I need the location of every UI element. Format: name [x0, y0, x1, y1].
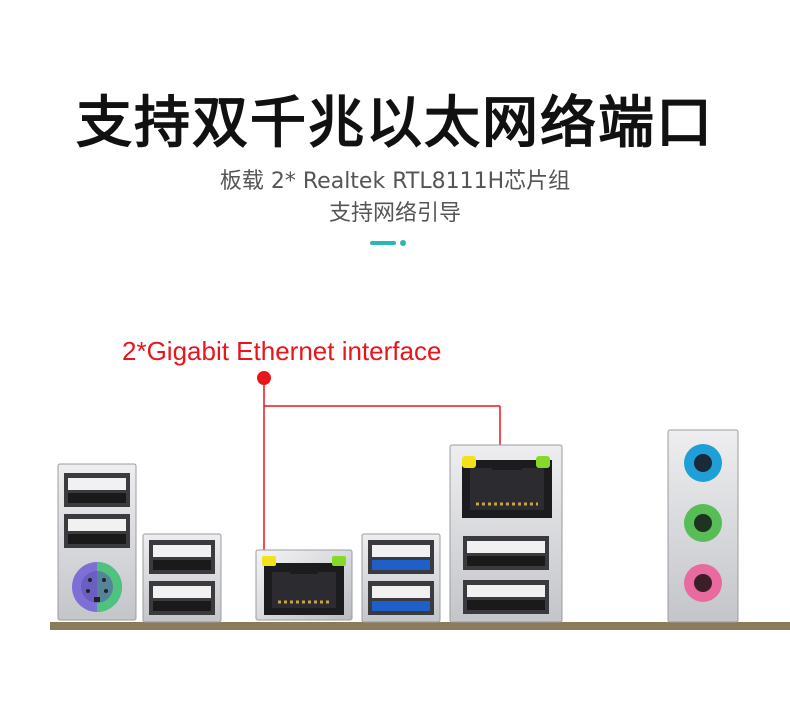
usb2-port-icon	[64, 473, 130, 507]
headline: 支持双千兆以太网络端口	[76, 91, 714, 156]
lan-led-icon	[462, 456, 476, 468]
audio-line-out-icon	[684, 504, 722, 542]
ethernet-port-2	[462, 456, 552, 518]
ethernet-port-1	[255, 549, 353, 621]
usb2-port-icon	[149, 581, 215, 615]
usb3-port-icon	[368, 581, 434, 615]
separator-dash-icon	[370, 241, 396, 245]
usb2-port-icon	[149, 540, 215, 574]
callout-label: 2*Gigabit Ethernet interface	[122, 336, 442, 366]
lan-led-icon	[332, 556, 346, 566]
usb2-pair	[142, 533, 222, 623]
usb2-port-icon	[463, 580, 549, 614]
usb2-port-icon	[463, 536, 549, 570]
callout-dot-icon	[257, 371, 271, 385]
separator-dot-icon	[400, 240, 406, 246]
lan-led-icon	[536, 456, 550, 468]
subtitle-network-boot: 支持网络引导	[328, 201, 461, 226]
usb2-ps2-stack	[57, 463, 137, 621]
usb3-pair	[361, 533, 441, 623]
callout-connector	[257, 371, 501, 552]
usb2-port-icon	[64, 514, 130, 548]
audio-jack-stack	[667, 429, 739, 623]
lan-led-icon	[262, 556, 276, 566]
ethernet-usb-stack	[449, 444, 563, 623]
pcb-edge	[50, 622, 790, 630]
subtitle-chipset: 板载 2* Realtek RTL8111H芯片组	[219, 169, 571, 194]
usb3-port-icon	[368, 540, 434, 574]
audio-line-in-icon	[684, 444, 722, 482]
ps2-port-icon	[72, 562, 122, 612]
audio-mic-icon	[684, 564, 722, 602]
